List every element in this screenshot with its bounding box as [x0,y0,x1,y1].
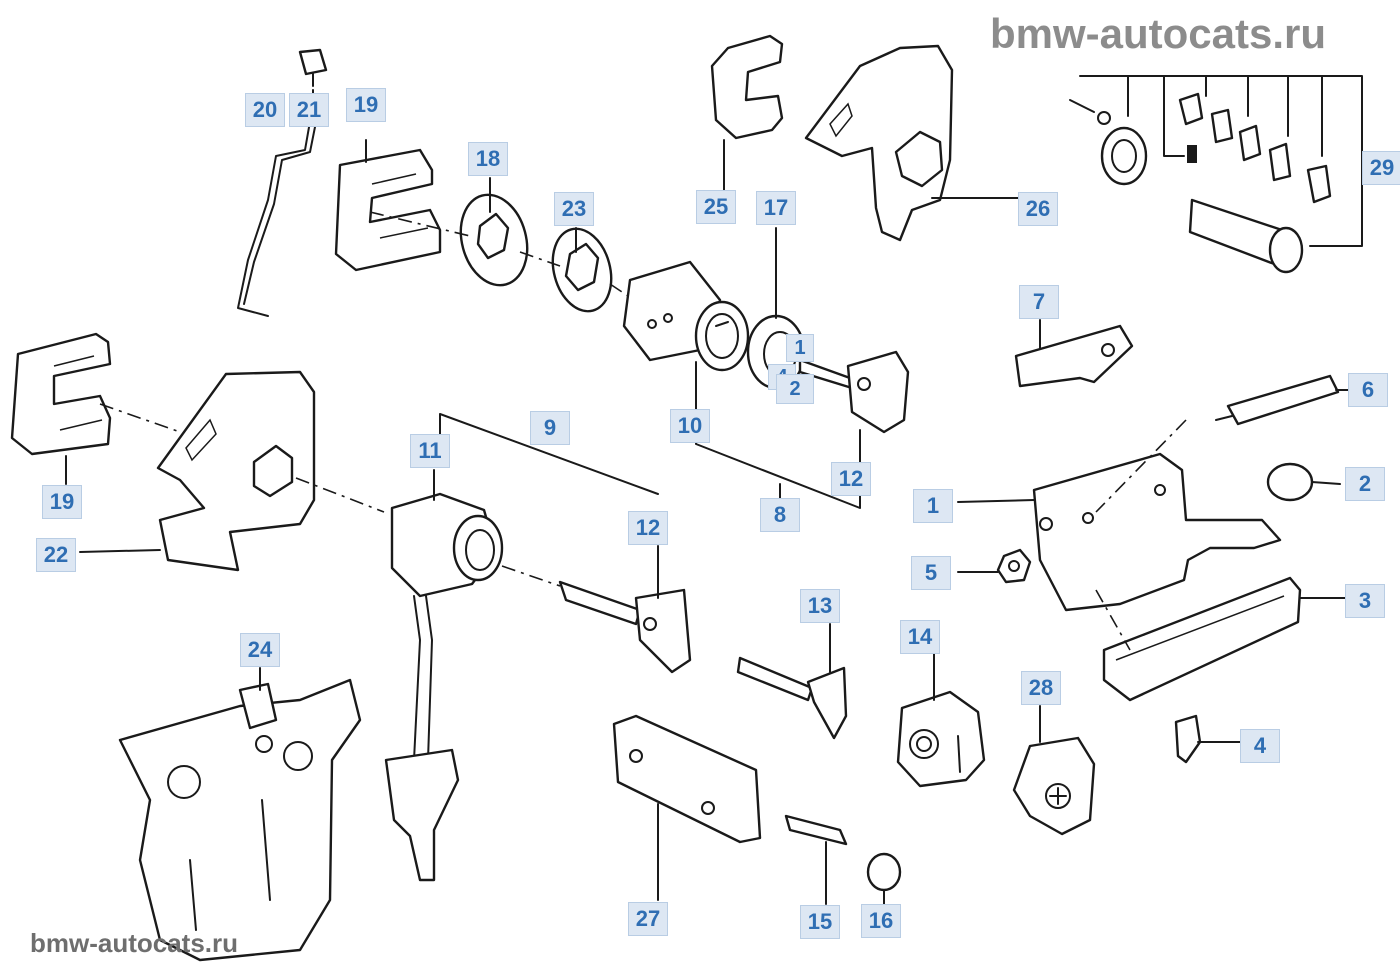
part-27-plate [612,714,762,844]
callout-1-small: 1 [786,334,814,362]
callout-2: 2 [1345,467,1385,501]
part-2-cap [1266,462,1341,502]
callout-5: 5 [911,556,951,590]
callout-11: 11 [410,434,450,468]
part-1-handle-housing [1032,452,1282,612]
callout-17: 17 [756,191,796,225]
part-20-rod [237,109,319,317]
part-19-clip-upper [334,148,442,272]
part-15-pin [784,814,848,846]
callout-10: 10 [670,409,710,443]
part-25-clip [710,34,784,140]
callout-6: 6 [1348,373,1388,407]
callout-2-small: 2 [776,374,814,404]
part-21-cap [298,48,328,87]
callout-8: 8 [760,498,800,532]
part-13-key [736,656,848,740]
part-22-bracket [156,370,316,572]
callout-12: 12 [628,511,668,545]
part-7-plate [1014,324,1134,388]
watermark-bottom: bmw-autocats.ru [30,928,239,958]
callout-7: 7 [1019,285,1059,319]
part-19-clip-lower [10,332,112,456]
part-4-screw [1174,714,1202,764]
watermark-top: bmw-autocats.ru [990,10,1327,57]
callout-12: 12 [831,462,871,496]
part-11-lock-cylinder [384,492,504,882]
callout-3: 3 [1345,584,1385,618]
callout-18: 18 [468,142,508,176]
callout-14: 14 [900,620,940,654]
callout-24: 24 [240,633,280,667]
part-28-cap [1012,736,1096,836]
part-5-nut [996,548,1032,584]
part-26-bracket [804,44,954,242]
callout-23: 23 [554,192,594,226]
callout-9: 9 [530,411,570,445]
callout-16: 16 [861,904,901,938]
callout-26: 26 [1018,192,1058,226]
part-10-lock-cylinder [622,260,750,372]
part-14-lock-body [896,690,986,788]
callout-20: 20 [245,93,285,127]
callout-29: 29 [1362,151,1400,185]
part-18-washer [459,193,529,287]
callout-21: 21 [289,93,329,127]
callout-1: 1 [913,489,953,523]
part-16-cap [866,852,902,892]
callout-25: 25 [696,190,736,224]
part-29-lock-set [1069,75,1363,274]
callout-28: 28 [1021,671,1061,705]
callout-15: 15 [800,905,840,939]
part-6-pin [1215,374,1340,426]
part-12-key-mid [558,580,692,674]
callout-27: 27 [628,902,668,936]
callout-19: 19 [346,88,386,122]
part-3-handle [1102,576,1302,702]
callout-22: 22 [36,538,76,572]
part-24-latch [118,678,362,962]
callout-4: 4 [1240,729,1280,763]
callout-13: 13 [800,589,840,623]
leader-lines [65,89,1349,905]
part-23-washer [551,227,613,313]
part-12-key-upper [798,350,910,434]
callout-19: 19 [42,485,82,519]
